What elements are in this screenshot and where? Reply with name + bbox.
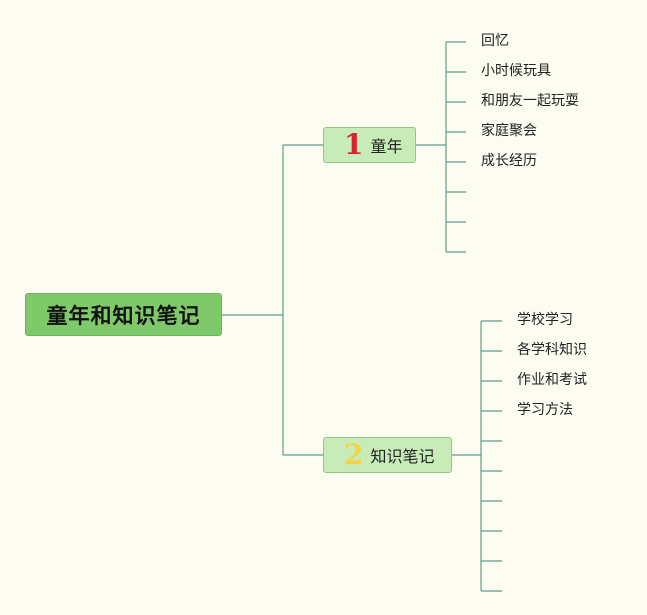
branch-label: 童年: [370, 137, 403, 156]
leaf-item[interactable]: 作业和考试: [517, 372, 587, 388]
branch-number-badge: 1: [344, 128, 364, 161]
leaf-item[interactable]: 学校学习: [517, 312, 573, 328]
root-label: 童年和知识笔记: [46, 303, 201, 328]
branch-node-childhood[interactable]: 1 童年: [323, 127, 416, 163]
leaf-item[interactable]: 回忆: [481, 33, 509, 49]
leaf-item[interactable]: 和朋友一起玩耍: [481, 93, 579, 109]
leaf-item[interactable]: 家庭聚会: [481, 123, 537, 139]
leaf-item[interactable]: 各学科知识: [517, 342, 587, 358]
leaf-item[interactable]: 学习方法: [517, 402, 573, 418]
branch-node-knowledge-notes[interactable]: 2 知识笔记: [323, 437, 452, 473]
branch-number-badge: 2: [344, 438, 364, 471]
leaf-item[interactable]: 成长经历: [481, 153, 537, 169]
leaf-item[interactable]: 小时候玩具: [481, 63, 551, 79]
root-node[interactable]: 童年和知识笔记: [25, 293, 222, 336]
branch-label: 知识笔记: [370, 447, 435, 466]
